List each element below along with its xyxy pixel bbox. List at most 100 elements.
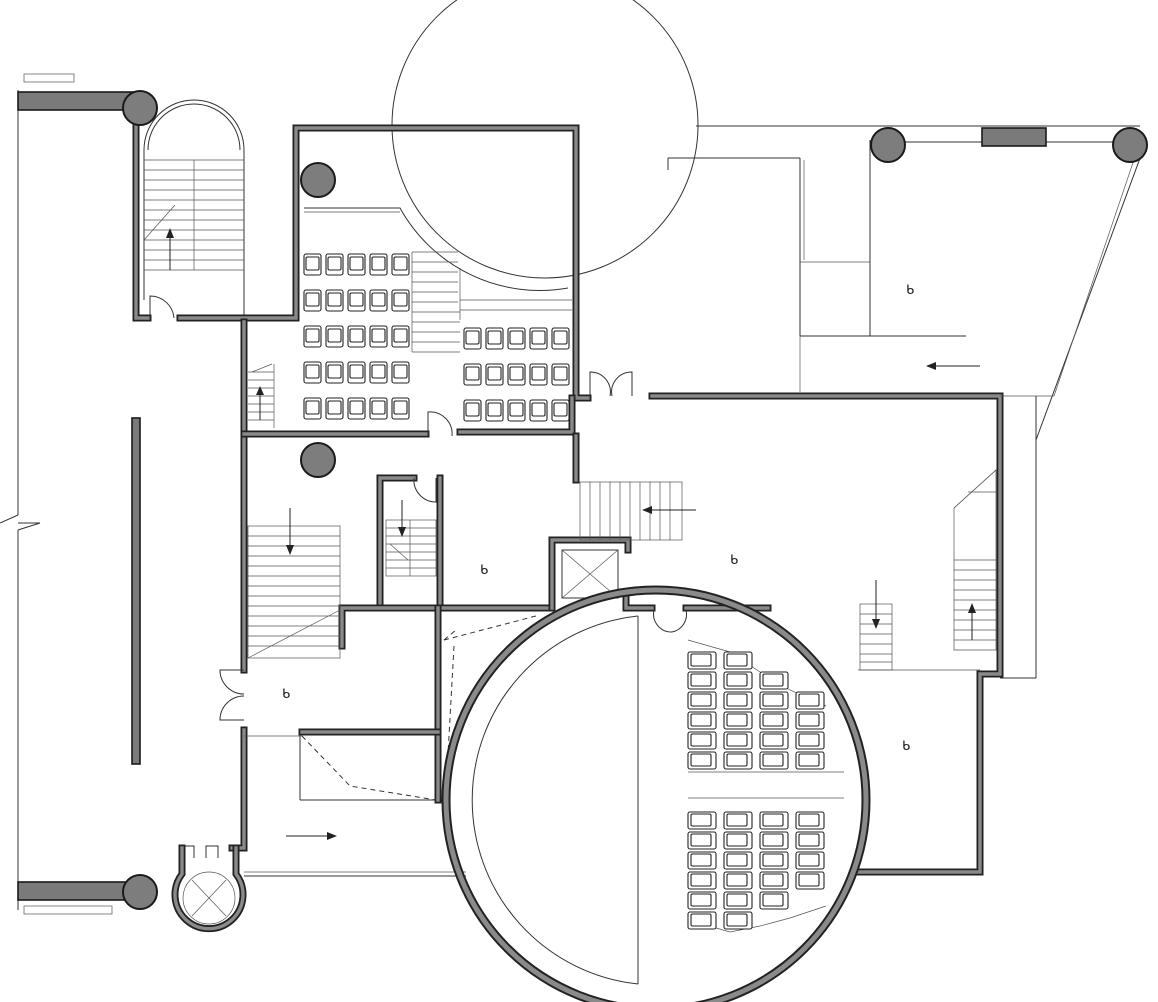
seat: [723, 911, 753, 930]
seat: [687, 671, 717, 690]
seat: [347, 361, 366, 384]
seat: [687, 731, 717, 750]
seat: [369, 253, 388, 276]
seat: [369, 289, 388, 312]
seat: [687, 831, 717, 850]
seat: [369, 361, 388, 384]
seat: [723, 711, 753, 730]
elevator: [561, 549, 619, 599]
seat: [723, 651, 753, 670]
seat: [723, 751, 753, 770]
wall-top-left: [17, 91, 137, 111]
seat: [723, 831, 753, 850]
seat: [529, 363, 548, 386]
seat: [325, 325, 344, 348]
round-stair-tower-bottom: [171, 844, 247, 933]
seat: [369, 325, 388, 348]
seat: [507, 327, 526, 350]
round-hall: [441, 585, 871, 1002]
seat: [391, 289, 410, 312]
wall-inner-left: [131, 417, 141, 765]
seat: [485, 363, 504, 386]
seat: [723, 891, 753, 910]
seat: [391, 397, 410, 420]
seat: [347, 325, 366, 348]
seat: [759, 711, 789, 730]
seat: [347, 253, 366, 276]
seat: [723, 871, 753, 890]
left-main-stair: [247, 508, 341, 659]
right-stairs: [858, 469, 997, 671]
seat: [551, 363, 570, 386]
seat: [687, 691, 717, 710]
seat: [303, 253, 322, 276]
seat: [303, 397, 322, 420]
seat: [463, 327, 482, 350]
enclosure-stair: [385, 500, 437, 577]
seat: [759, 691, 789, 710]
level-marker: ᑲ: [282, 687, 290, 702]
seat: [795, 731, 825, 750]
seat: [795, 751, 825, 770]
seat: [723, 811, 753, 830]
seat: [687, 811, 717, 830]
columns: [122, 90, 1148, 910]
stair-tower-top-left: [132, 99, 245, 322]
seat: [347, 289, 366, 312]
seat: [325, 397, 344, 420]
level-markers: ᑲ ᑲ ᑲ ᑲ ᑲ: [282, 283, 914, 754]
wall-bottom-left: [17, 881, 137, 901]
doors: [181, 371, 687, 858]
seat: [759, 671, 789, 690]
seat: [759, 731, 789, 750]
seat: [723, 671, 753, 690]
column: [870, 127, 906, 163]
seat: [687, 651, 717, 670]
seat: [687, 711, 717, 730]
seat: [759, 831, 789, 850]
seat: [687, 871, 717, 890]
seat: [485, 327, 504, 350]
seat: [507, 363, 526, 386]
seat: [759, 871, 789, 890]
seat: [723, 851, 753, 870]
left-wing: [0, 73, 141, 915]
seat: [325, 361, 344, 384]
seat: [795, 691, 825, 710]
seat: [325, 289, 344, 312]
column: [300, 442, 336, 478]
seat: [529, 327, 548, 350]
seat: [529, 399, 548, 422]
seat: [551, 399, 570, 422]
seat: [507, 399, 526, 422]
seat: [687, 751, 717, 770]
seat: [325, 253, 344, 276]
column: [300, 162, 336, 198]
lobby-stairs: [579, 481, 696, 541]
seat: [391, 325, 410, 348]
seat: [795, 811, 825, 830]
terrace-wall-block: [981, 127, 1047, 147]
seat: [391, 361, 410, 384]
upper-right-terrace: [667, 125, 1147, 679]
seat: [369, 397, 388, 420]
column: [122, 874, 158, 910]
seat: [463, 399, 482, 422]
upper-auditorium: [303, 207, 572, 422]
seat: [303, 361, 322, 384]
column: [122, 90, 158, 126]
seat: [795, 831, 825, 850]
seat: [347, 397, 366, 420]
seat: [303, 289, 322, 312]
level-marker: ᑲ: [906, 283, 914, 298]
seat: [795, 871, 825, 890]
lower-left-area: [244, 615, 537, 877]
seat: [795, 711, 825, 730]
courtyard-circle: [391, 0, 699, 279]
seat: [759, 851, 789, 870]
seat: [759, 891, 789, 910]
seat: [687, 911, 717, 930]
level-marker: ᑲ: [730, 553, 738, 568]
seat: [551, 327, 570, 350]
